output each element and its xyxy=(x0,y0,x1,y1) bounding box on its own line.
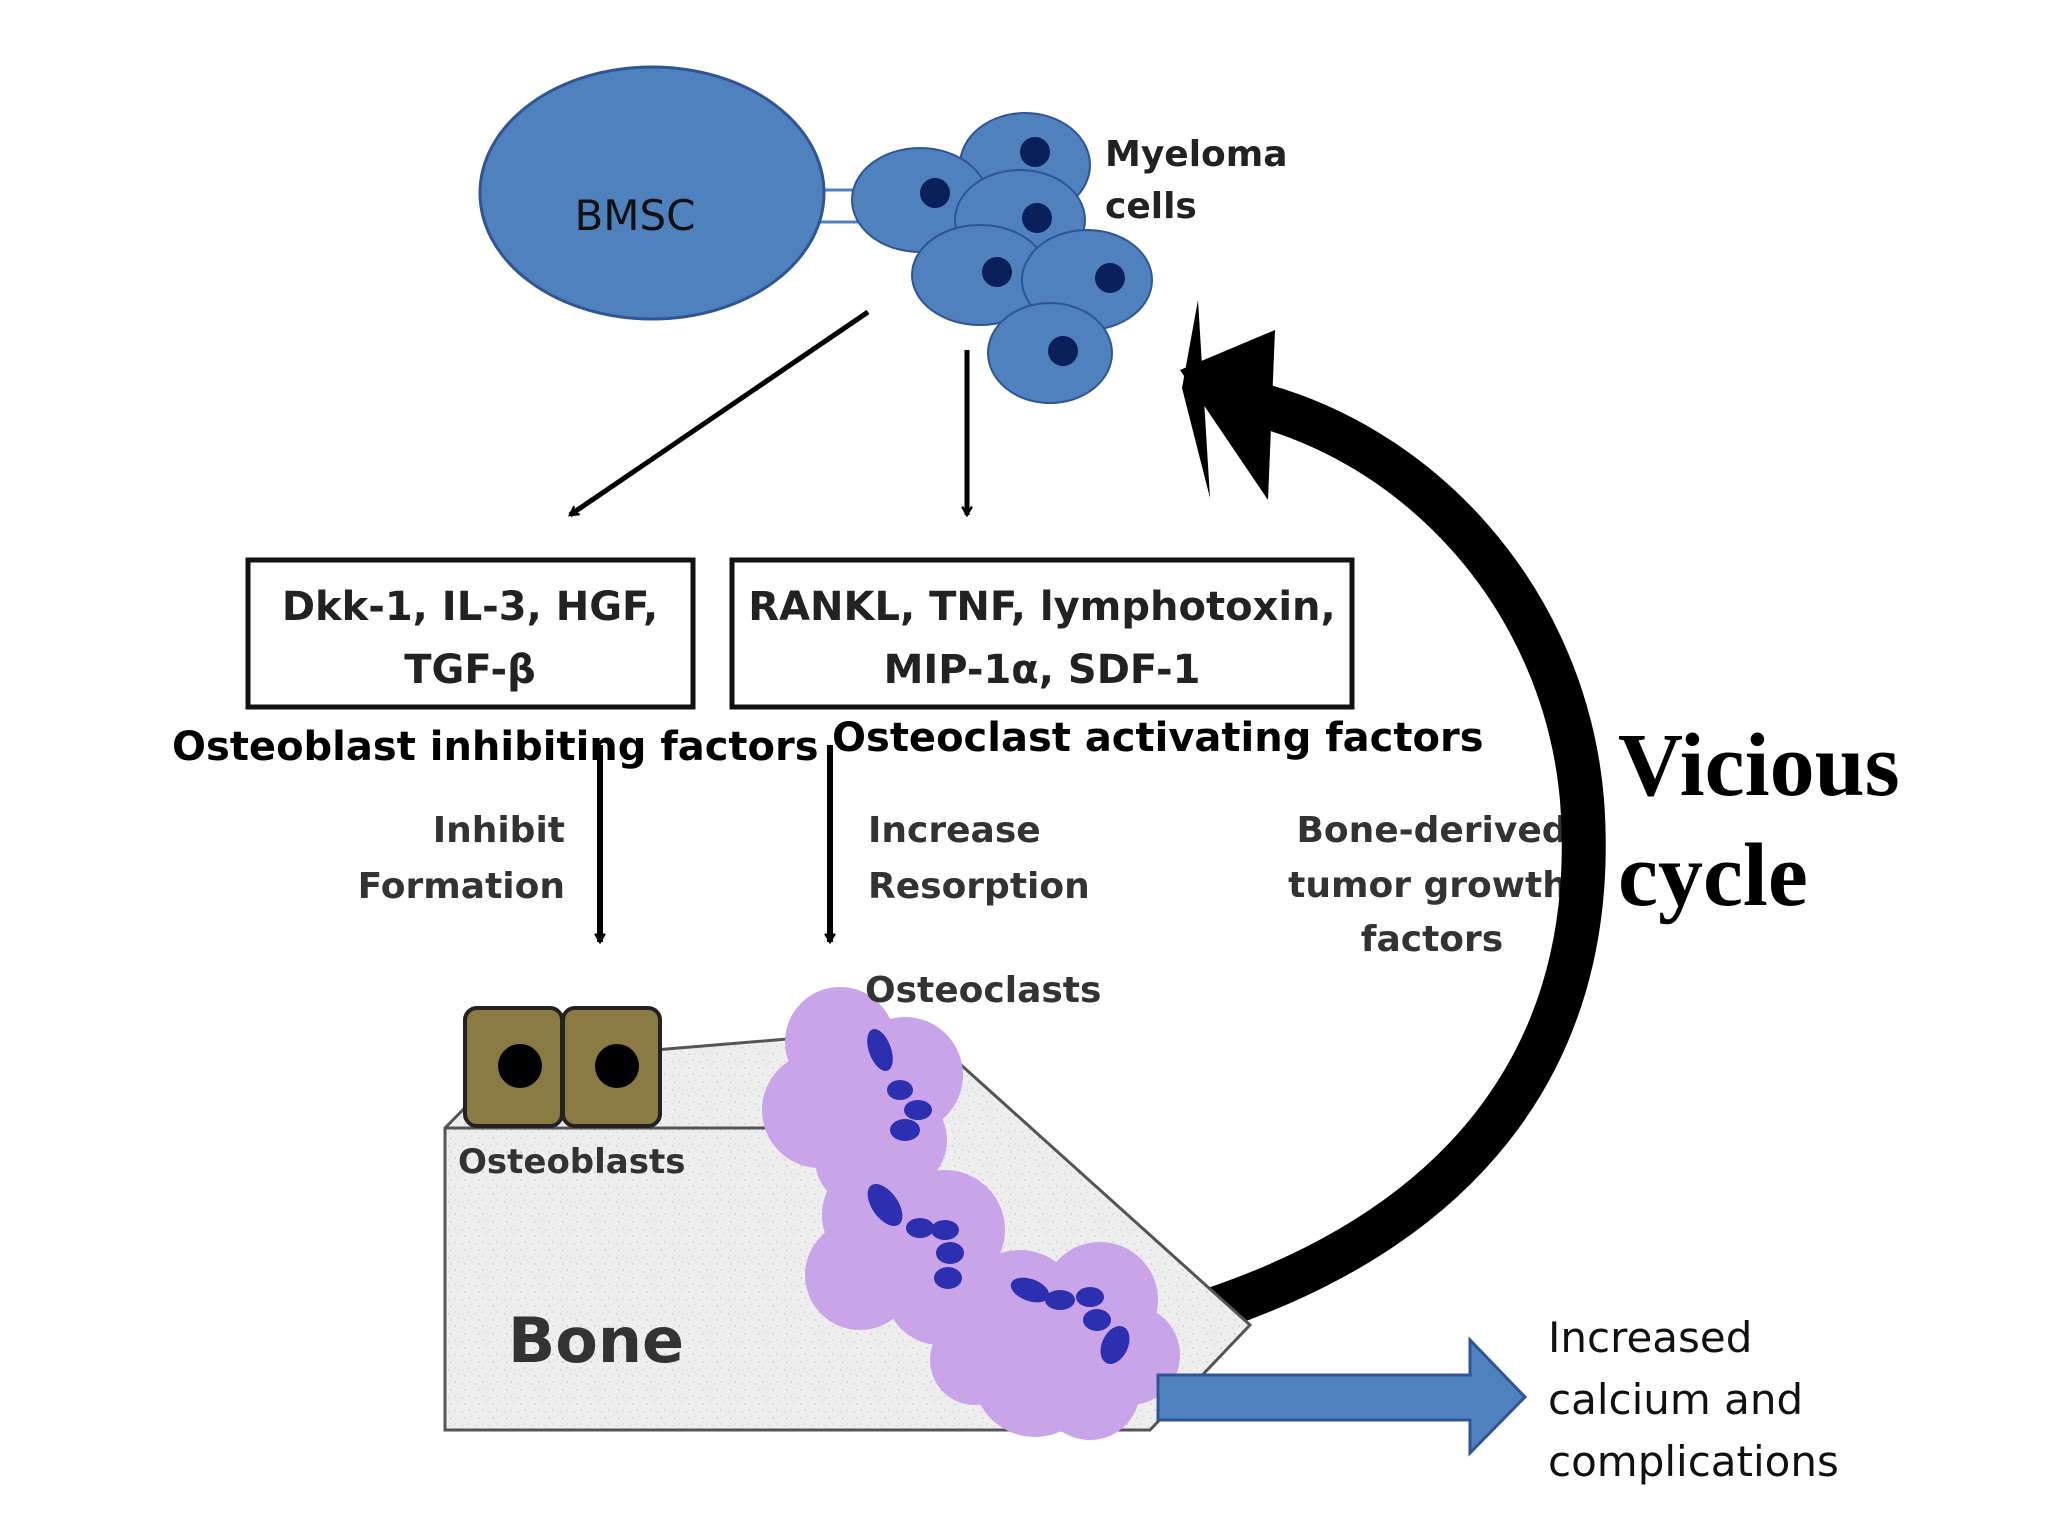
myeloma-cell xyxy=(987,302,1113,404)
box-left-line2: TGF-β xyxy=(404,647,535,693)
osteoblast-inhibiting-factors-box: Dkk-1, IL-3, HGF, TGF-β xyxy=(245,557,696,710)
osteoclast-cell xyxy=(930,1242,1180,1440)
osteoblast-inhibiting-caption: Osteoblast inhibiting factors xyxy=(172,724,819,770)
osteoclast-cell xyxy=(762,987,963,1205)
myeloma-cell-cluster xyxy=(851,112,1153,404)
outcome-line1: Increased xyxy=(1548,1313,1752,1362)
calcium-outcome-arrow xyxy=(1156,1336,1528,1457)
vicious-cycle-line2: cycle xyxy=(1618,826,1808,925)
osteoclast-activating-factors-box: RANKL, TNF, lymphotoxin, MIP-1α, SDF-1 xyxy=(729,557,1355,710)
box-right-line1: RANKL, TNF, lymphotoxin, xyxy=(748,584,1335,630)
arrow-to-osteoblast-factors xyxy=(570,309,870,518)
osteoclasts-label: Osteoclasts xyxy=(865,970,1101,1011)
vicious-cycle-line1: Vicious xyxy=(1618,716,1900,815)
bone-label: Bone xyxy=(508,1304,684,1377)
box-left-line1: Dkk-1, IL-3, HGF, xyxy=(282,584,658,630)
outcome-line3: complications xyxy=(1548,1437,1839,1486)
bone-derived-line2: tumor growth xyxy=(1288,865,1568,906)
myeloma-label-line2: cells xyxy=(1105,186,1197,227)
osteoclast-cluster xyxy=(762,987,1180,1440)
inhibit-label-line2: Formation xyxy=(358,866,565,907)
osteoblast-cell xyxy=(463,1006,564,1128)
box-right-line2: MIP-1α, SDF-1 xyxy=(884,647,1201,693)
myeloma-cell xyxy=(911,224,1049,326)
osteoblasts-label: Osteoblasts xyxy=(458,1142,685,1182)
bmsc-cell: BMSC xyxy=(478,65,870,321)
increase-label-line1: Increase xyxy=(868,810,1041,851)
osteoclast-activating-caption: Osteoclast activating factors xyxy=(832,715,1484,761)
osteoblast-cell xyxy=(561,1006,662,1128)
bone-derived-line3: factors xyxy=(1361,919,1503,960)
bone-derived-line1: Bone-derived xyxy=(1296,810,1567,851)
outcome-line2: calcium and xyxy=(1548,1375,1803,1424)
increase-label-line2: Resorption xyxy=(868,866,1090,907)
vicious-cycle-arrow xyxy=(1173,300,1606,1342)
inhibit-label-line1: Inhibit xyxy=(433,810,565,851)
bmsc-label: BMSC xyxy=(574,191,695,240)
myeloma-label-line1: Myeloma xyxy=(1105,134,1288,175)
osteoclast-cell xyxy=(805,1157,1005,1345)
